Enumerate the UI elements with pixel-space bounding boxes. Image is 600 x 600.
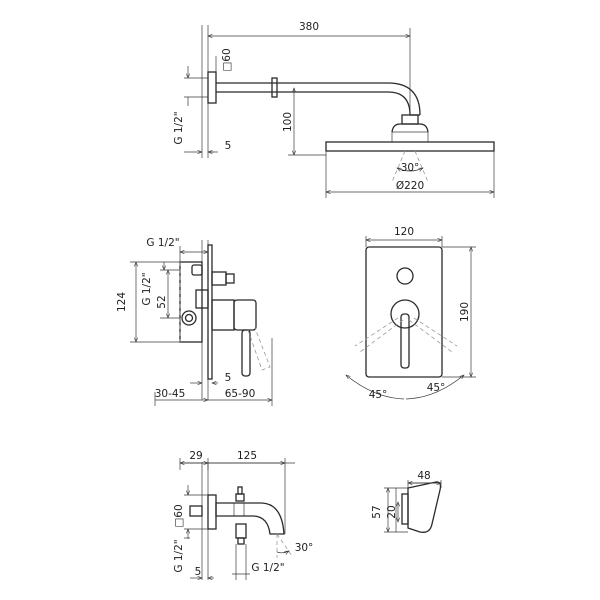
shower-head-plate <box>325 141 495 152</box>
dim-arm-height: 100 <box>282 112 294 132</box>
holder-body <box>407 481 442 533</box>
outlet-port <box>181 310 197 326</box>
dim-mixer-thread-top: G 1/2" <box>146 237 179 249</box>
dim-spout-thread-bottom: G 1/2" <box>173 539 185 572</box>
dim-plate-thickness: 5 <box>225 372 232 384</box>
dim-shower-wall-offset: 5 <box>225 140 232 152</box>
mixer-side-view: G 1/2" G 1/2" 124 52 5 30-45 65-90 <box>116 237 272 406</box>
spout-view: 30° 29 125 □60 G 1/2" 5 G 1/2" <box>173 450 313 580</box>
dim-spray-angle: 30° <box>401 162 420 174</box>
dim-spout-thread-side: G 1/2" <box>251 562 284 574</box>
mixer-front-view: 45° 45° 120 190 <box>346 226 476 401</box>
dim-inlet-spacing: 52 <box>156 295 168 308</box>
dim-holder-depth: 48 <box>417 470 430 482</box>
dim-angle-left: 45° <box>369 389 388 401</box>
shower-wall-flange <box>207 71 217 104</box>
diverter-knob <box>396 267 414 285</box>
dim-projection: 65-90 <box>225 388 256 400</box>
dim-spout-flange-depth: 29 <box>189 450 202 462</box>
dim-spout-angle: 30° <box>295 542 314 554</box>
dim-holder-height: 57 <box>371 505 383 518</box>
dim-shower-thread: G 1/2" <box>173 111 185 144</box>
dim-spout-flange-size: □60 <box>173 504 185 527</box>
dim-wall-depth: 30-45 <box>155 388 186 400</box>
mixer-front-plate <box>365 246 443 378</box>
dim-angle-right: 45° <box>427 382 446 394</box>
holder-view: 48 57 20 <box>371 470 442 533</box>
mixer-lever <box>241 329 251 377</box>
dim-flange-size: □60 <box>221 48 233 71</box>
dim-spout-length: 125 <box>237 450 257 462</box>
spout-wall-flange <box>207 494 217 530</box>
spout-body <box>215 502 285 535</box>
shower-head-view: 380 □60 G 1/2" 5 100 30° Ø220 <box>173 21 495 198</box>
dim-plate-height: 190 <box>459 302 471 322</box>
dim-arm-length: 380 <box>299 21 319 33</box>
dim-mixer-thread-side: G 1/2" <box>141 272 153 305</box>
dim-body-height: 124 <box>116 292 128 312</box>
dim-holder-inner: 20 <box>386 505 398 518</box>
dim-spout-wall-offset: 5 <box>195 566 202 578</box>
mixer-handle <box>390 299 420 329</box>
dim-plate-width: 120 <box>394 226 414 238</box>
dim-head-diameter: Ø220 <box>396 180 424 192</box>
